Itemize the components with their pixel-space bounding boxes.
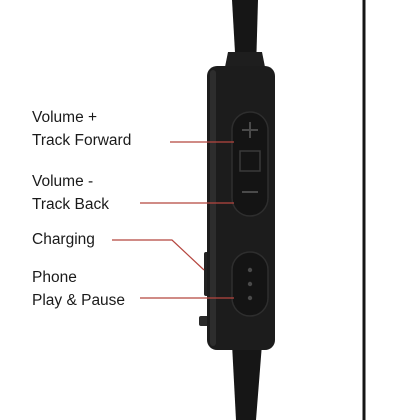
dots-icon bbox=[247, 267, 253, 301]
label-volume-up-line2: Track Forward bbox=[32, 132, 132, 149]
volume-rocker[interactable] bbox=[231, 111, 269, 217]
rocker-divider-icon bbox=[239, 150, 261, 172]
label-volume-up-line1: Volume + bbox=[32, 109, 98, 126]
label-volume-up: Volume + Track Forward bbox=[32, 106, 131, 152]
label-charging: Charging bbox=[32, 228, 95, 251]
label-charging-line1: Charging bbox=[32, 231, 95, 248]
remote-body-highlight bbox=[210, 70, 216, 346]
label-volume-down-line2: Track Back bbox=[32, 196, 109, 213]
leader-line-charging bbox=[112, 239, 205, 271]
plus-icon bbox=[242, 122, 258, 138]
label-volume-down-line1: Volume - bbox=[32, 173, 94, 190]
label-volume-down: Volume - Track Back bbox=[32, 170, 109, 216]
label-phone: Phone Play & Pause bbox=[32, 266, 125, 312]
label-phone-line1: Phone bbox=[32, 269, 77, 286]
label-phone-line2: Play & Pause bbox=[32, 292, 126, 309]
lower-flat-cable bbox=[232, 344, 262, 420]
